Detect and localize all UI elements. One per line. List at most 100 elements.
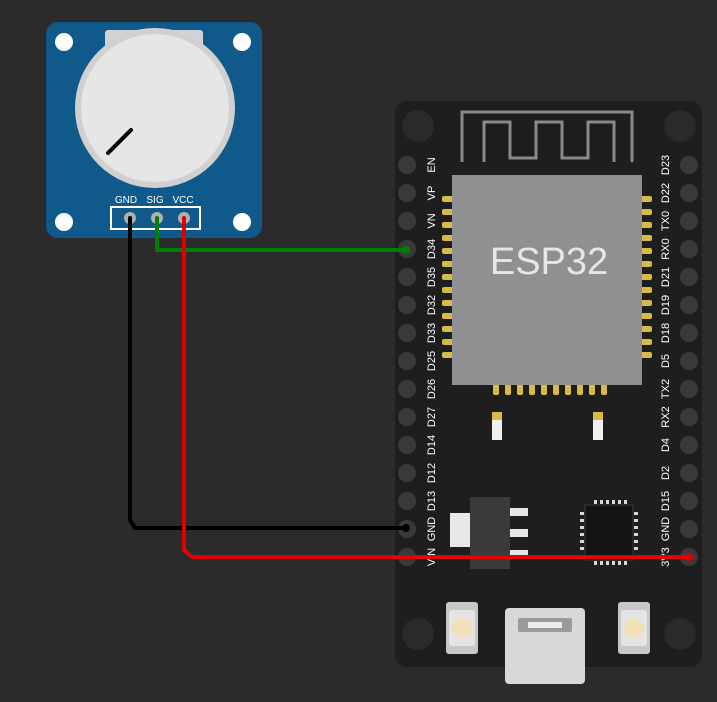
chip-pad <box>640 222 652 228</box>
chip-pad <box>442 352 454 358</box>
chip-pad <box>640 274 652 280</box>
wire-end-d34 <box>402 246 410 254</box>
esp32-pin-label-right: D22 <box>660 183 672 203</box>
chip-pad <box>442 326 454 332</box>
esp32-pin-en-left[interactable] <box>398 156 416 174</box>
esp32-left-pin-header: ENVPVND34D35D32D33D25D26D27D14D12D13GNDV… <box>398 156 438 566</box>
chip-pad <box>442 300 454 306</box>
uart-pin <box>612 500 615 504</box>
esp32-pin-d2-right[interactable] <box>680 464 698 482</box>
chip-pad <box>541 383 547 395</box>
esp32-pin-d25-left[interactable] <box>398 352 416 370</box>
esp32-antenna <box>460 110 634 162</box>
wire-sig-to-d34[interactable] <box>155 216 408 252</box>
esp32-pin-label-left: D27 <box>426 407 438 427</box>
uart-pin <box>634 526 638 529</box>
esp32-pin-label-right: D2 <box>660 466 672 480</box>
uart-pin <box>618 500 621 504</box>
esp32-pin-vn-left[interactable] <box>398 212 416 230</box>
chip-pad <box>640 196 652 202</box>
esp32-pin-d15-right[interactable] <box>680 492 698 510</box>
chip-pad <box>517 383 523 395</box>
uart-pin <box>634 547 638 550</box>
esp32-pin-rx2-right[interactable] <box>680 408 698 426</box>
esp32-pin-label-right: RX2 <box>660 406 672 427</box>
esp32-pin-label-right: D23 <box>660 155 672 175</box>
chip-pad <box>529 383 535 395</box>
esp32-pin-d5-right[interactable] <box>680 352 698 370</box>
esp32-pin-label-left: EN <box>426 157 438 172</box>
esp32-regulator-lead1 <box>510 508 528 516</box>
uart-pin <box>634 519 638 522</box>
chip-pad <box>589 383 595 395</box>
uart-pin <box>600 561 603 565</box>
esp32-regulator-lead2 <box>510 529 528 537</box>
en-button[interactable] <box>446 602 478 654</box>
esp32-pin-vp-left[interactable] <box>398 184 416 202</box>
esp32-usb-uart-chip-pins <box>580 500 638 565</box>
boot-button-cap <box>624 618 644 638</box>
esp32-pin-gnd-right[interactable] <box>680 520 698 538</box>
uart-pin <box>624 500 627 504</box>
esp32-pin-tx2-right[interactable] <box>680 380 698 398</box>
esp32-pin-d4-right[interactable] <box>680 436 698 454</box>
esp32-pin-label-left: D33 <box>426 323 438 343</box>
esp32-pin-label-left: D12 <box>426 463 438 483</box>
uart-pin <box>634 533 638 536</box>
esp32-pin-d21-right[interactable] <box>680 268 698 286</box>
esp32-pin-d19-right[interactable] <box>680 296 698 314</box>
chip-pad <box>640 339 652 345</box>
chip-pad <box>442 287 454 293</box>
esp32-pin-d22-right[interactable] <box>680 184 698 202</box>
chip-pad <box>640 287 652 293</box>
esp32-pin-d12-left[interactable] <box>398 464 416 482</box>
esp32-pin-tx0-right[interactable] <box>680 212 698 230</box>
esp32-pin-d33-left[interactable] <box>398 324 416 342</box>
uart-pin <box>580 519 584 522</box>
esp32-pin-label-left: D25 <box>426 351 438 371</box>
esp32-chip-side-pins <box>442 196 652 358</box>
chip-pad <box>442 196 454 202</box>
esp32-pin-d27-left[interactable] <box>398 408 416 426</box>
chip-pad <box>640 326 652 332</box>
esp32-pin-label-right: D4 <box>660 438 672 452</box>
uart-pin <box>612 561 615 565</box>
chip-pad <box>640 209 652 215</box>
pot-knob-indicator <box>106 128 133 155</box>
esp32-pin-label-right: D21 <box>660 267 672 287</box>
uart-pin <box>600 500 603 504</box>
esp32-pin-d18-right[interactable] <box>680 324 698 342</box>
esp32-pin-label-left: VP <box>426 186 438 201</box>
chip-pad <box>640 313 652 319</box>
esp32-usb-uart-chip <box>584 504 634 561</box>
esp32-pin-d13-left[interactable] <box>398 492 416 510</box>
esp32-right-pin-header: D23D22TX0RX0D21D19D18D5TX2RX2D4D2D15GND3… <box>660 155 698 567</box>
esp32-pin-d35-left[interactable] <box>398 268 416 286</box>
chip-pad <box>601 383 607 395</box>
chip-pad <box>640 352 652 358</box>
esp32-smd-left <box>492 412 502 440</box>
chip-pad <box>493 383 499 395</box>
wire-vcc-to-3v3[interactable] <box>182 216 691 559</box>
esp32-pin-label-left: D35 <box>426 267 438 287</box>
esp32-pin-label-right: D15 <box>660 491 672 511</box>
pot-knob[interactable] <box>81 34 229 182</box>
esp32-pin-d23-right[interactable] <box>680 156 698 174</box>
boot-button[interactable] <box>618 602 650 654</box>
esp32-pin-label-right: TX2 <box>660 379 672 399</box>
usb-port[interactable] <box>505 608 585 684</box>
esp32-pin-rx0-right[interactable] <box>680 240 698 258</box>
esp32-mount-hole-tr <box>664 110 696 142</box>
uart-pin <box>606 561 609 565</box>
esp32-pin-d14-left[interactable] <box>398 436 416 454</box>
esp32-pin-label-left: GND <box>426 517 438 542</box>
esp32-pin-d26-left[interactable] <box>398 380 416 398</box>
esp32-chip <box>452 175 642 385</box>
potentiometer-module[interactable]: GND SIG VCC <box>46 22 262 238</box>
wire-gnd-to-gnd[interactable] <box>128 216 408 530</box>
esp32-pin-d32-left[interactable] <box>398 296 416 314</box>
esp32-regulator-tab <box>450 513 472 547</box>
chip-pad <box>640 300 652 306</box>
